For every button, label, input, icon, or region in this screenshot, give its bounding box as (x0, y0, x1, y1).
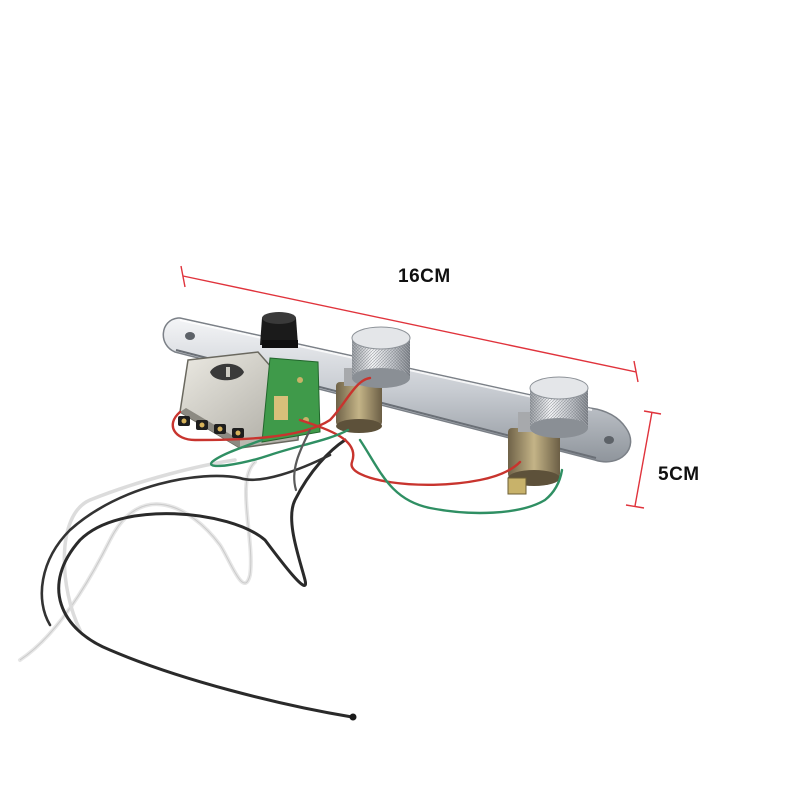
screw-hole-right (604, 436, 614, 444)
black-wire-2 (40, 453, 332, 627)
length-dimension-line (180, 265, 639, 383)
solder-lugs (178, 416, 244, 438)
black-wire (57, 438, 354, 719)
width-label: 5CM (658, 464, 700, 485)
green-wire (209, 428, 350, 468)
gray-wire (293, 428, 312, 492)
wire-tip (349, 713, 357, 721)
red-wire-2 (298, 418, 522, 486)
width-dimension-line (625, 410, 662, 509)
red-wire (171, 376, 372, 442)
tone-capacitor (507, 477, 527, 495)
white-wire-loop (62, 458, 237, 632)
screw-hole-left (185, 332, 195, 340)
switch-tip (260, 312, 298, 348)
volume-knob (351, 326, 411, 388)
tone-knob (529, 376, 589, 438)
length-label: 16CM (398, 266, 451, 287)
green-wire-2 (358, 438, 564, 515)
